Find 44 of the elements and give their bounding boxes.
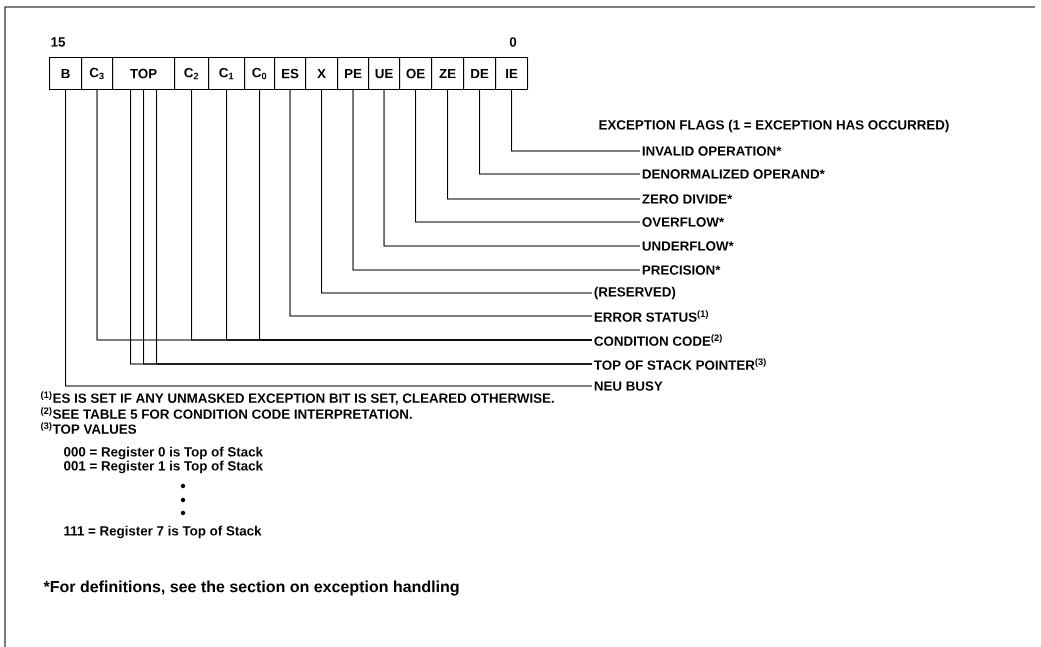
bit-number: 15 [51, 37, 66, 47]
field-label: PRECISION* [642, 265, 721, 275]
field-label: INVALID OPERATION* [642, 146, 782, 156]
field-label: UNDERFLOW* [642, 241, 734, 251]
register-field: C$_{2}$ [174, 57, 210, 91]
register-field: C$_{0}$ [244, 57, 276, 91]
table-text: 000 = Register 0 is Top of Stack [64, 446, 263, 460]
field-label: ERROR STATUS$^{(1)}$ [594, 310, 708, 322]
leader-line [321, 89, 593, 294]
footnote-text: $^{(3)}$TOP VALUES [41, 422, 137, 434]
register-field: PE [337, 57, 370, 91]
register-field: ZE [431, 57, 465, 91]
field-label: DENORMALIZED OPERAND* [642, 169, 825, 179]
register-field: DE [463, 57, 497, 91]
footnote-text: $^{(2)}$SEE TABLE 5 FOR CONDITION CODE INTERPRETATION. [41, 407, 412, 419]
field-label: OVERFLOW* [642, 217, 725, 227]
field-label: CONDITION CODE$^{(2)}$ [594, 334, 722, 346]
leader-line [65, 89, 593, 387]
leader-line [415, 89, 641, 223]
leader-line [383, 89, 641, 247]
footnote-text: $^{(1)}$ES IS SET IF ANY UNMASKED EXCEPTION BIT IS SET, CLEARED OTHERWISE. [41, 391, 554, 405]
register-field: ES [274, 57, 307, 91]
leader-line [479, 89, 641, 175]
register-field: X [305, 57, 339, 91]
footnote-text: *For definitions, see the section on exception handling [43, 580, 459, 596]
register-field: TOP [112, 57, 176, 91]
table-text: 001 = Register 1 is Top of Stack [64, 460, 263, 474]
leader-line [289, 89, 593, 317]
register-field: B [49, 57, 83, 91]
field-label: (RESERVED) [594, 286, 676, 300]
table-text: 111 = Register 7 is Top of Stack [64, 525, 262, 539]
register-field: OE [399, 57, 433, 91]
leader-line [352, 89, 641, 271]
register-field: UE [368, 57, 401, 91]
register-field: C$_{3}$ [81, 57, 114, 91]
register-field: C$_{1}$ [208, 57, 246, 91]
field-label: TOP OF STACK POINTER$^{(3)}$ [594, 358, 766, 370]
bit-number: 0 [509, 37, 517, 47]
field-label: NEU BUSY [594, 381, 663, 391]
leader-line [447, 89, 641, 200]
leader-line [511, 89, 641, 152]
register-field: IE [495, 57, 529, 91]
heading-text: EXCEPTION FLAGS (1 = EXCEPTION HAS OCCURRED) [599, 119, 949, 133]
field-label: ZERO DIVIDE* [642, 194, 733, 204]
